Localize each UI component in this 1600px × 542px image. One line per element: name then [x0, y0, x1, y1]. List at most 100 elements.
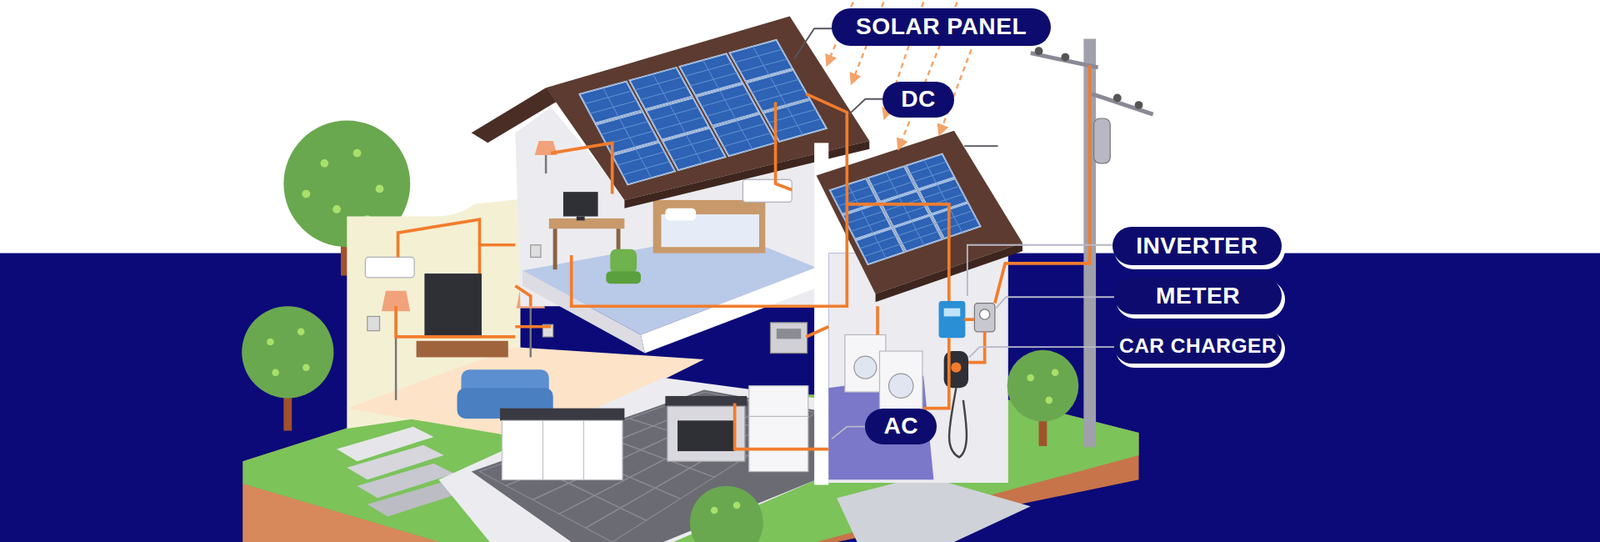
floor-tile — [585, 507, 647, 542]
utility-pole — [1030, 53, 1099, 68]
bedroom — [549, 218, 625, 229]
electrical-wiring — [995, 65, 1090, 303]
bedroom — [742, 179, 792, 202]
utility-pole — [1094, 118, 1111, 164]
main-roof — [471, 87, 560, 143]
solar-cell — [894, 181, 917, 196]
solar-cell — [605, 137, 635, 155]
electrical-wiring — [395, 65, 1090, 449]
solar-cell — [869, 219, 892, 234]
solar-cell — [656, 123, 686, 140]
leader-line — [969, 346, 1115, 357]
solar-cell — [723, 140, 753, 157]
tree — [301, 190, 310, 199]
electrical-wiring — [515, 325, 551, 329]
laundry-room — [949, 387, 967, 457]
tree — [1007, 350, 1080, 446]
tree — [1007, 350, 1080, 422]
tree — [241, 305, 334, 430]
label-text: INVERTER — [1135, 232, 1258, 260]
solar-cell — [673, 154, 703, 171]
living-room — [365, 256, 415, 277]
meter-unit — [974, 303, 995, 332]
label-pill: AC — [865, 408, 937, 445]
laundry-room — [950, 362, 961, 373]
leader-line — [995, 296, 1115, 308]
bush — [690, 485, 764, 542]
solar-cell — [680, 116, 710, 133]
electrical-wiring — [395, 305, 515, 337]
bedroom — [545, 155, 547, 174]
label-text: CAR CHARGER — [1119, 334, 1277, 358]
solar-cell — [590, 106, 619, 123]
laundry-room — [944, 308, 961, 317]
bedroom — [530, 245, 541, 258]
electrical-wiring — [923, 337, 950, 408]
tree — [1051, 369, 1060, 377]
electrical-wiring — [846, 204, 949, 301]
bedroom — [553, 228, 558, 270]
utility-pole — [1035, 46, 1044, 55]
living-room — [367, 315, 380, 330]
laundry-room — [828, 253, 1009, 483]
solar-cell — [663, 86, 692, 103]
solar-panel-array — [830, 154, 981, 265]
living-room — [416, 340, 509, 358]
label-pill: SOLAR PANEL — [831, 8, 1051, 46]
solar-cell — [622, 168, 652, 185]
tree — [266, 338, 275, 346]
electrical-wiring — [775, 101, 793, 190]
leader-line — [849, 99, 885, 115]
label-pill: INVERTER — [1112, 226, 1282, 266]
electrical-wiring — [964, 317, 975, 321]
utility-pole — [1135, 100, 1144, 110]
solar-cell — [730, 102, 760, 119]
label-text: SOLAR PANEL — [855, 13, 1027, 40]
tree — [241, 305, 334, 398]
leader-line — [794, 28, 999, 146]
solar-cell — [640, 93, 669, 110]
electrical-wiring — [398, 219, 480, 257]
electrical-wiring — [515, 285, 530, 306]
solar-cell — [763, 59, 793, 75]
bedroom — [610, 249, 637, 274]
electrical-wiring — [571, 255, 830, 306]
solar-cell — [881, 244, 905, 259]
electrical-wiring — [805, 326, 829, 337]
ground-platform — [836, 475, 1031, 542]
solar-cell — [747, 133, 777, 150]
label-pill: METER — [1114, 277, 1282, 315]
electrical-wiring — [550, 142, 612, 194]
kitchen — [749, 385, 809, 472]
stairs — [336, 426, 465, 517]
electrical-wiring — [805, 94, 847, 307]
tree — [1045, 396, 1053, 405]
laundry-room — [980, 309, 990, 320]
kitchen — [776, 328, 801, 339]
label-pill: DC — [882, 81, 955, 118]
tree — [297, 328, 305, 336]
electrical-wiring — [480, 245, 516, 274]
floor-tile — [620, 487, 680, 520]
solar-cell — [932, 169, 955, 183]
laundry-room — [889, 373, 914, 398]
utility-pole — [1091, 94, 1153, 115]
laundry-room — [880, 350, 923, 410]
tree — [353, 149, 362, 158]
solar-cell — [645, 161, 675, 179]
kitchen — [749, 415, 809, 417]
solar-cell — [706, 109, 736, 125]
solar-panel — [763, 100, 827, 142]
leader-line — [967, 245, 1113, 296]
bedroom — [665, 208, 696, 221]
solar-panel — [612, 142, 675, 185]
solar-panel-array — [579, 40, 826, 185]
kitchen — [501, 420, 622, 480]
utility-pole — [1113, 94, 1122, 103]
solar-cell — [630, 130, 660, 148]
tree — [302, 363, 310, 371]
bedroom — [605, 271, 641, 285]
laundry-room — [854, 355, 877, 379]
utility-pole — [1060, 53, 1070, 62]
